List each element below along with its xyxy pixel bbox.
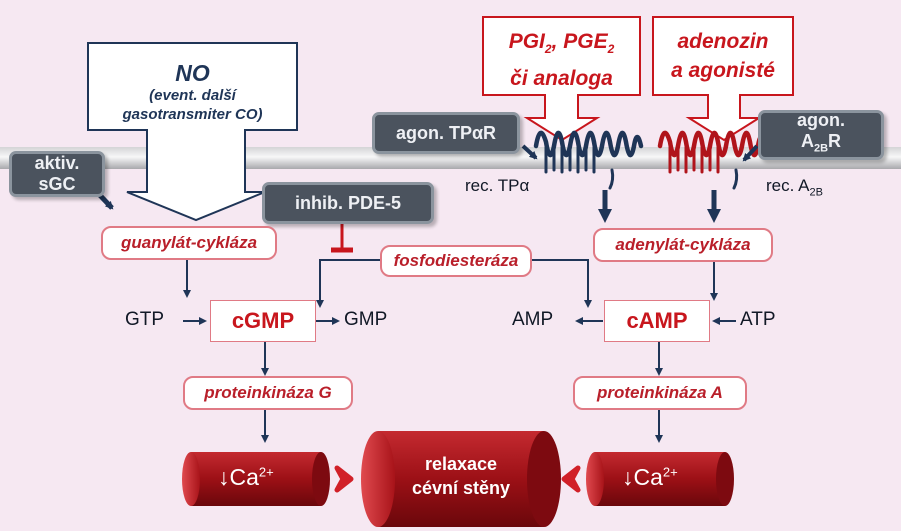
inhib-pde5-box: inhib. PDE-5 — [262, 182, 434, 224]
ca-right-text: ↓Ca — [622, 464, 663, 490]
inhib-text: inhib. PDE-5 — [294, 192, 401, 213]
ca-cylinder-right — [586, 452, 734, 506]
chevron-left-icon — [561, 465, 581, 493]
agon-tp-box: agon. TPαR — [372, 112, 520, 154]
pgi-line1: PGI2, PGE2 — [484, 27, 639, 64]
relaxation-label: relaxace cévní stěny — [386, 452, 536, 500]
no-line1: (event. další — [149, 87, 236, 104]
ca-left-label: ↓Ca2+ — [218, 464, 274, 491]
adenozin-callout: adenozin a agonisté — [654, 27, 792, 85]
adenozin-callout-shape — [652, 16, 794, 142]
atp-label: ATP — [740, 309, 776, 330]
a2b-receptor-label: rec. A2B — [766, 176, 823, 198]
no-title: NO — [175, 60, 210, 86]
tp-receptor-icon — [533, 130, 644, 190]
a2b-label-sub: 2B — [809, 186, 823, 199]
agon-tp-text: agon. TPαR — [395, 122, 497, 143]
agon-a2b-line2: A2BR — [801, 131, 841, 160]
agon-a2b-arrow — [742, 144, 759, 162]
no-callout: NO (event. další gasotransmiter CO) — [90, 60, 295, 124]
a2b-label-text: rec. A — [766, 176, 810, 195]
adeno-line2: a agonisté — [671, 59, 775, 82]
relax-line2: cévní stěny — [411, 478, 511, 498]
pge-text: , PGE — [551, 30, 608, 53]
adenylate-cyclase-pill: adenylát-cykláza — [593, 228, 773, 262]
gtp-label: GTP — [125, 309, 165, 330]
adeno-line1: adenozin — [677, 30, 769, 53]
a2b-receptor-icon — [657, 130, 768, 190]
pgi-callout-shape — [482, 16, 641, 142]
pgi-text: PGI — [508, 30, 545, 53]
cgmp-box: cGMP — [210, 300, 316, 342]
ca-right-label: ↓Ca2+ — [622, 464, 678, 491]
agon-a2b-line1: agon. — [797, 110, 845, 131]
camp-box: cAMP — [604, 300, 710, 342]
pkg-pill: proteinkináza G — [183, 376, 353, 410]
ca-left-text: ↓Ca — [218, 464, 259, 490]
aktiv-line2: sGC — [38, 174, 76, 194]
pgi-sub: 2 — [544, 42, 552, 57]
agon-a2b-sub: 2B — [813, 142, 829, 155]
pgi-line2: či analoga — [510, 67, 613, 91]
pgi-callout: PGI2, PGE2 či analoga — [484, 27, 639, 93]
tp-receptor-label: rec. TPα — [465, 176, 530, 195]
agon-a2b-r: R — [828, 131, 842, 152]
relax-line1: relaxace — [424, 454, 498, 474]
chevron-right-icon — [334, 465, 354, 493]
pka-pill: proteinkináza A — [573, 376, 747, 410]
pde-to-cgmp-arrow — [316, 259, 380, 308]
aktiv-line1: aktiv. — [34, 153, 80, 173]
pde-to-amp-arrow — [528, 259, 592, 308]
agon-tp-arrow — [521, 144, 538, 160]
aktiv-sgc-box: aktiv. sGC — [9, 151, 105, 197]
phosphodiesterase-pill: fosfodiesteráza — [380, 245, 532, 277]
ca-right-sup: 2+ — [662, 464, 678, 480]
agon-a2b-a: A — [800, 131, 814, 152]
ca-cylinder-left — [182, 452, 330, 506]
gmp-label: GMP — [344, 309, 388, 330]
ca-left-sup: 2+ — [258, 464, 274, 480]
no-line2: gasotransmiter CO) — [122, 106, 263, 123]
agon-a2b-box: agon. A2BR — [758, 110, 884, 160]
amp-label: AMP — [512, 309, 554, 330]
pge-sub: 2 — [607, 42, 615, 57]
guanylate-cyclase-pill: guanylát-cykláza — [101, 226, 277, 260]
relaxation-cylinder — [361, 431, 561, 527]
no-callout-shape — [87, 42, 298, 222]
